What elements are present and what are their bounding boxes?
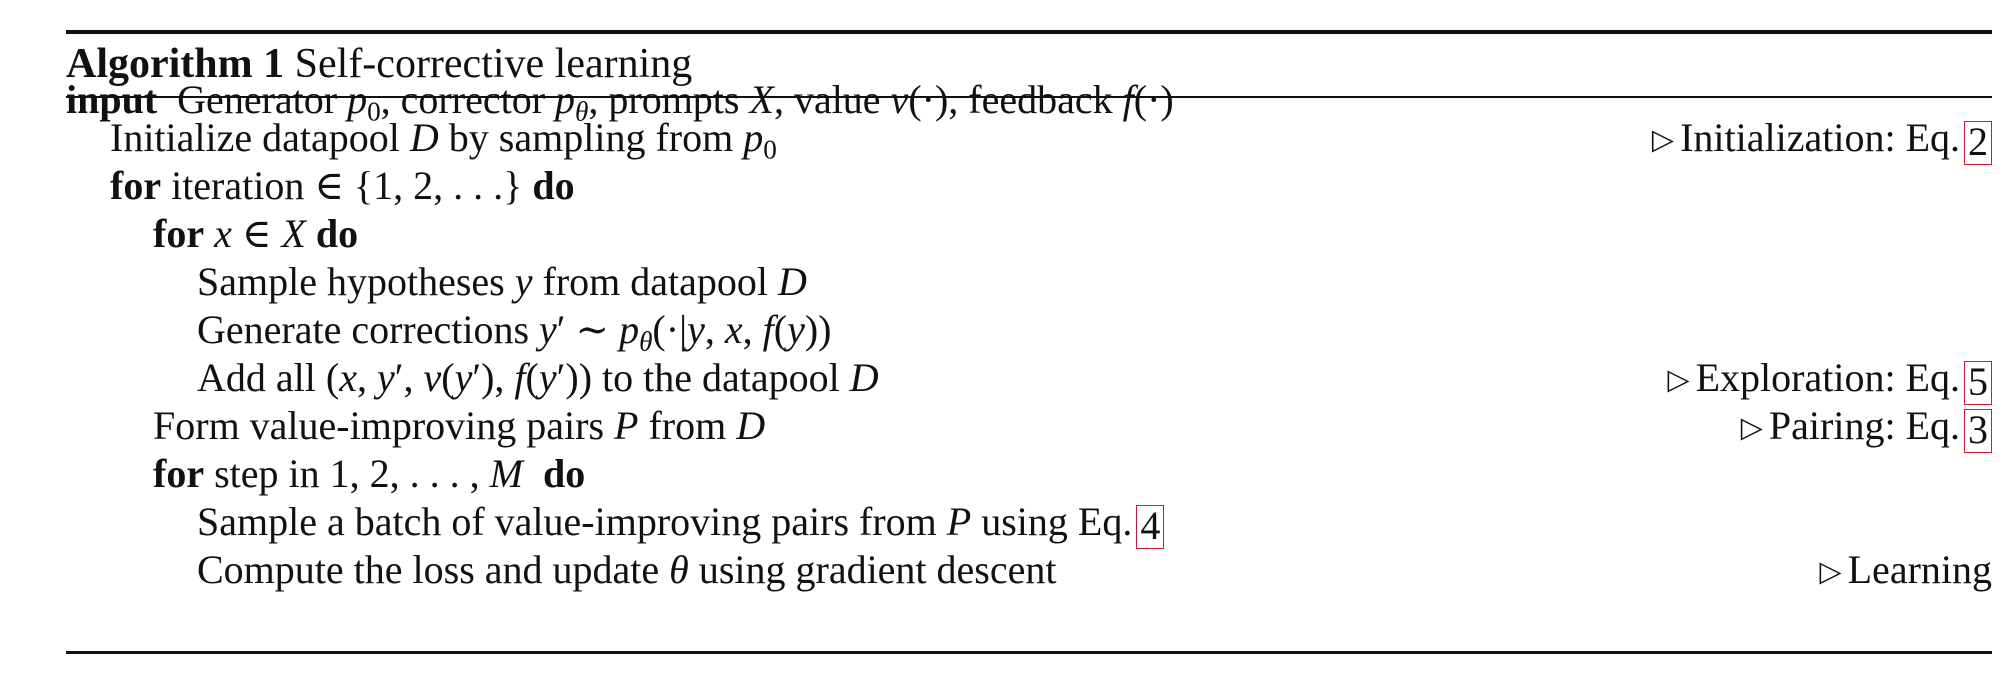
top-rule [66,30,1992,34]
sample-batch-statement: Sample a batch of value-improving pairs … [197,498,1165,549]
prompts-label: prompts [608,77,740,122]
init-comment: ▷Initialization: Eq.2 [1651,114,1992,165]
algo-line-for-x: for x ∈ X do [66,210,1992,258]
sample-hyp-text: Sample hypotheses [197,259,505,304]
equation-4-link[interactable]: 4 [1136,505,1165,549]
compute-loss-text: Compute the loss and update [197,547,660,592]
algo-line-form-pairs: Form value-improving pairs P from D ▷Pai… [66,402,1992,453]
algo-line-init: Initialize datapool D by sampling from p… [66,114,1992,165]
corrector-label: corrector [400,77,546,122]
algorithm-title: Self-corrective learning [294,41,693,87]
algo-line-for-step: for step in 1, 2, . . . , M do [66,450,1992,498]
triangle-right-icon: ▷ [1740,412,1763,444]
algo-line-input: input Generator p0, corrector pθ, prompt… [66,76,1992,127]
algo-line-for-iteration: for iteration ∈ {1, 2, . . .} do [66,162,1992,210]
form-pairs-statement: Form value-improving pairs P from D [153,403,766,448]
sample-batch-text-2: using Eq. [981,499,1133,544]
add-all-comment: ▷Exploration: Eq.5 [1667,354,1992,405]
for-iteration-statement: for iteration ∈ {1, 2, . . .} do [110,163,575,208]
algo-line-sample-batch: Sample a batch of value-improving pairs … [66,498,1992,549]
sample-hypotheses-statement: Sample hypotheses y from datapool D [197,259,807,304]
triangle-right-icon: ▷ [1651,124,1675,156]
algorithm-caption: Algorithm 1 Self-corrective learning [66,34,692,94]
compute-loss-text-2: using gradient descent [698,547,1057,592]
iteration-text: iteration [171,163,305,208]
caption-rule [66,96,1992,98]
triangle-right-icon: ▷ [1819,556,1842,588]
init-text-2: by sampling from [448,115,734,160]
do-keyword: do [542,451,586,496]
form-pairs-comment: ▷Pairing: Eq.3 [1740,402,1992,453]
generator-label: Generator [177,77,338,122]
init-statement: Initialize datapool D by sampling from p… [110,115,777,165]
sample-batch-text: Sample a batch of value-improving pairs … [197,499,937,544]
algo-line-compute-loss: Compute the loss and update θ using grad… [66,546,1992,594]
add-all-statement: Add all (x, y′, v(y′), f(y′)) to the dat… [197,355,879,400]
input-statement: input Generator p0, corrector pθ, prompt… [66,77,1174,127]
algo-line-sample-hypotheses: Sample hypotheses y from datapool D [66,258,1992,306]
add-all-text-2: to the datapool [602,355,840,400]
equation-2-link[interactable]: 2 [1964,121,1992,165]
do-keyword: do [315,211,359,256]
init-text: Initialize datapool [110,115,400,160]
triangle-right-icon: ▷ [1667,364,1690,396]
init-comment-text: Initialization: Eq. [1680,115,1960,160]
for-keyword: for [153,211,205,256]
algorithm-block: Algorithm 1 Self-corrective learning inp… [66,0,1992,683]
equation-5-link[interactable]: 5 [1964,361,1992,405]
gen-corr-text: Generate corrections [197,307,530,352]
bottom-rule [66,651,1992,654]
generate-corrections-statement: Generate corrections y′ ∼ pθ(·|y, x, f(y… [197,307,832,357]
step-text: step in [214,451,320,496]
form-pairs-text: Form value-improving pairs [153,403,605,448]
add-all-comment-text: Exploration: Eq. [1695,355,1960,400]
algo-line-generate-corrections: Generate corrections y′ ∼ pθ(·|y, x, f(y… [66,306,1992,357]
do-keyword: do [532,163,575,208]
value-label: value [793,77,881,122]
compute-loss-comment-text: Learning [1847,547,1992,592]
for-keyword: for [153,451,205,496]
form-pairs-text-2: from [648,403,727,448]
feedback-label: feedback [968,77,1113,122]
equation-3-link[interactable]: 3 [1964,409,1992,453]
add-all-text: Add all [197,355,316,400]
for-keyword: for [110,163,162,208]
compute-loss-statement: Compute the loss and update θ using grad… [197,547,1057,592]
for-x-statement: for x ∈ X do [153,211,359,256]
for-step-statement: for step in 1, 2, . . . , M do [153,451,586,496]
sample-hyp-text-2: from datapool [542,259,769,304]
algorithm-label: Algorithm 1 [66,41,285,87]
compute-loss-comment: ▷Learning [1819,546,1992,594]
algo-line-add-all: Add all (x, y′, v(y′), f(y′)) to the dat… [66,354,1992,405]
input-keyword: input [66,77,158,122]
form-pairs-comment-text: Pairing: Eq. [1768,403,1960,448]
